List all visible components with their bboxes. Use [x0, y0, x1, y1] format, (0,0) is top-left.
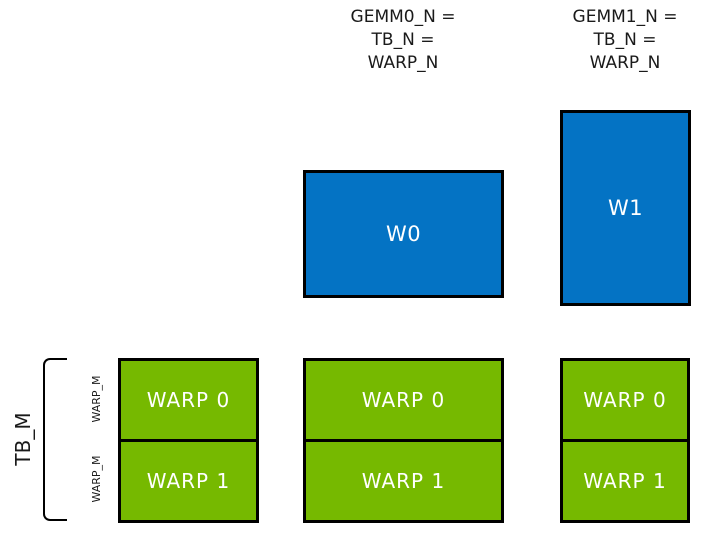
warp-cell-col2-warp0: WARP 0 [560, 358, 690, 442]
warp-tile-box-w1: W1 [560, 110, 691, 306]
gemm0-header-line-1: GEMM0_N = [350, 7, 456, 27]
warp-m-label-row0: WARP_M [90, 375, 103, 423]
gemm1-header-line-3: WARP_N [589, 53, 661, 73]
gemm1-header-line-1: GEMM1_N = [572, 7, 678, 27]
warp-tile-box-w0: W0 [303, 170, 504, 298]
gemm1-column-header: GEMM1_N = TB_N = WARP_N [545, 6, 705, 75]
warp-cell-col1-warp0: WARP 0 [303, 358, 504, 442]
warp-grid-column-1: WARP 0 WARP 1 [303, 358, 504, 523]
warp-m-label-row1: WARP_M [90, 455, 103, 503]
warp-cell-col0-warp0: WARP 0 [118, 358, 259, 442]
gemm0-column-header: GEMM0_N = TB_N = WARP_N [303, 6, 503, 75]
warp-cell-col0-warp1: WARP 1 [118, 439, 259, 523]
warp-grid-column-2: WARP 0 WARP 1 [560, 358, 690, 523]
tb-m-label: TB_M [11, 412, 35, 466]
warp-cell-col2-warp1: WARP 1 [560, 439, 690, 523]
warp-grid-column-0: WARP 0 WARP 1 [118, 358, 259, 523]
tb-m-bracket [43, 358, 67, 521]
gemm1-header-line-2: TB_N = [593, 30, 657, 50]
gemm0-header-line-3: WARP_N [367, 53, 439, 73]
warp-tile-box-w1-label: W1 [607, 196, 644, 220]
gemm0-header-line-2: TB_N = [371, 30, 435, 50]
warp-cell-col1-warp1: WARP 1 [303, 439, 504, 523]
warp-tile-box-w0-label: W0 [385, 222, 422, 246]
